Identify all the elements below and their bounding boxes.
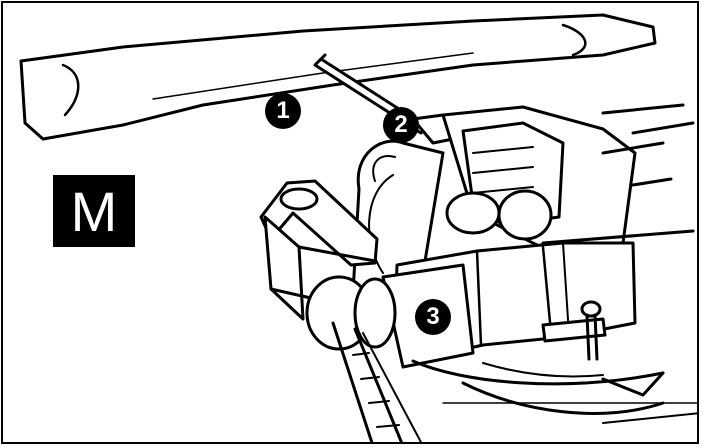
figure-label: M — [53, 175, 135, 247]
callout-1-badge: 1 — [265, 93, 301, 129]
callout-2-badge: 2 — [383, 107, 419, 143]
callout-3-badge: 3 — [415, 299, 451, 335]
blade-in-vise-illustration — [19, 13, 697, 442]
bench-vise — [259, 103, 697, 442]
